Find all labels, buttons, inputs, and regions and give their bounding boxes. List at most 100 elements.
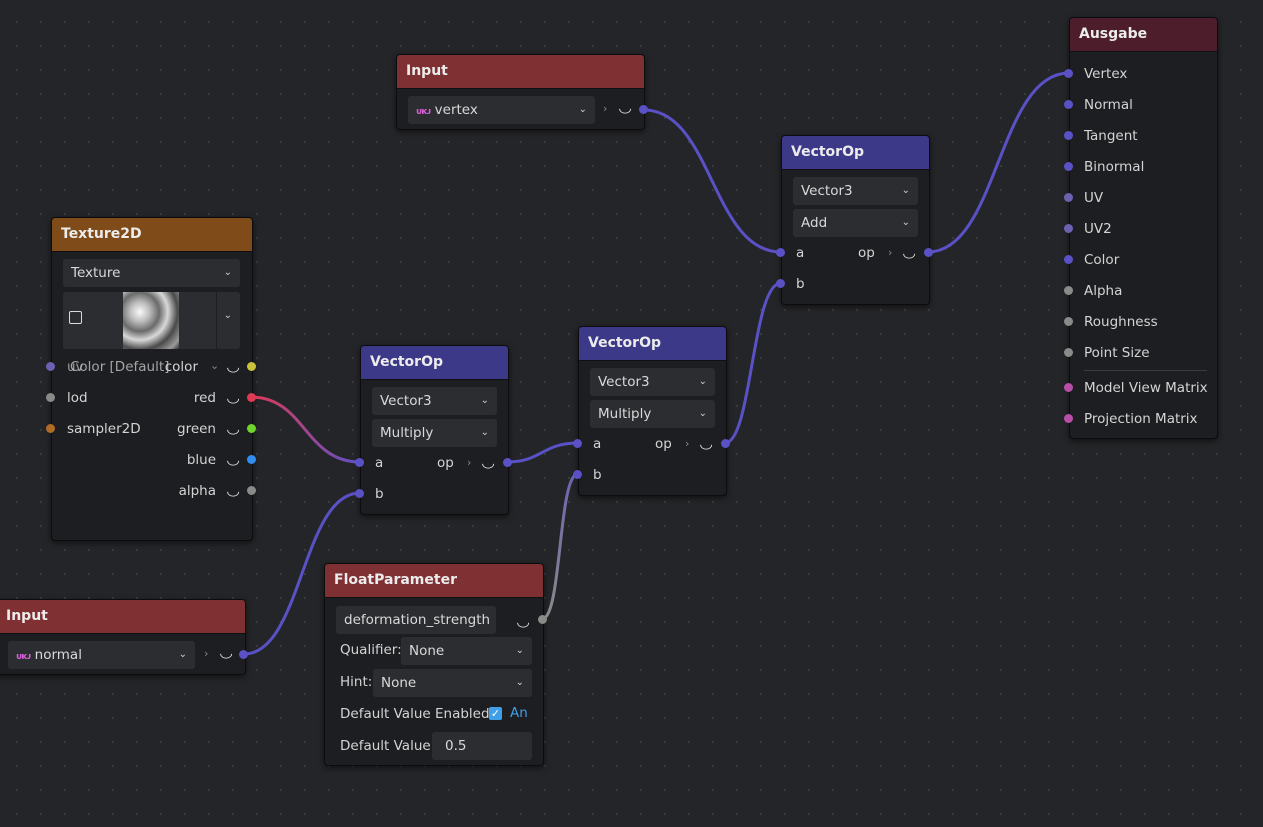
green-output-port[interactable] <box>247 424 256 433</box>
operator-select[interactable]: Multiply ⌄ <box>590 400 715 428</box>
vectorop-add-node[interactable]: VectorOp Vector3 ⌄ Add ⌄ a b op › ◡ <box>781 135 930 305</box>
color-output-port[interactable] <box>247 362 256 371</box>
vector-type-select[interactable]: Vector3 ⌄ <box>590 368 715 396</box>
hint-select[interactable]: None ⌄ <box>373 669 532 697</box>
uv-hint: Color [Default] <box>70 359 170 375</box>
output-op-port[interactable] <box>924 248 933 257</box>
input-select-value: vertex <box>434 102 478 118</box>
chevron-down-icon: ⌄ <box>698 376 707 387</box>
texture-picker-dropdown[interactable] <box>216 292 217 349</box>
blue-output-port[interactable] <box>247 455 256 464</box>
chevron-right-icon[interactable]: › <box>603 102 608 115</box>
output-node[interactable]: Ausgabe Vertex Normal Tangent Binormal U… <box>1069 17 1218 439</box>
color-input-port[interactable] <box>1064 255 1073 264</box>
operator-value: Multiply <box>380 425 434 441</box>
preview-toggle-icon[interactable]: ◡ <box>481 456 496 470</box>
chevron-right-icon[interactable]: › <box>467 456 472 469</box>
chevron-right-icon[interactable]: › <box>204 647 209 660</box>
vectorop-multiply-1-node[interactable]: VectorOp Vector3 ⌄ Multiply ⌄ a b op › ◡ <box>360 345 509 515</box>
default-enabled-checkbox[interactable]: ✓ <box>489 707 502 720</box>
input-a-port[interactable] <box>573 439 582 448</box>
chevron-down-icon: ⌄ <box>515 645 524 656</box>
preview-toggle-icon[interactable]: ◡ <box>226 484 241 498</box>
default-enabled-label: Default Value Enabled: <box>340 706 495 722</box>
float-parameter-node[interactable]: FloatParameter deformation_strength ◡ Qu… <box>324 563 544 766</box>
point-size-input-port[interactable] <box>1064 348 1073 357</box>
chevron-right-icon[interactable]: › <box>888 246 893 259</box>
preview-toggle-icon[interactable]: ◡ <box>226 391 241 405</box>
projection-matrix-input-port[interactable] <box>1064 414 1073 423</box>
vertex-input-port[interactable] <box>1064 69 1073 78</box>
input-b-port[interactable] <box>776 279 785 288</box>
node-title: Ausgabe <box>1070 18 1217 52</box>
input-a-port[interactable] <box>776 248 785 257</box>
input-a-label: a <box>593 436 602 452</box>
preview-toggle-icon[interactable]: ◡ <box>226 360 241 374</box>
binormal-input-port[interactable] <box>1064 162 1073 171</box>
wire-red-to-multiply1 <box>250 395 361 464</box>
uv2-input-port[interactable] <box>1064 224 1073 233</box>
chevron-down-icon[interactable]: ⌄ <box>210 359 220 372</box>
uv-port-label: uv <box>67 359 84 375</box>
chevron-right-icon[interactable]: › <box>685 437 690 450</box>
vector-type-select[interactable]: Vector3 ⌄ <box>793 177 918 205</box>
green-port-label: green <box>177 421 216 437</box>
output-op-port[interactable] <box>503 458 512 467</box>
wire-add-to-output <box>927 71 1070 254</box>
node-title: Texture2D <box>52 218 252 252</box>
output-port[interactable] <box>239 650 248 659</box>
uv-input-port[interactable] <box>1064 193 1073 202</box>
sampler2d-input-port[interactable] <box>46 424 55 433</box>
node-title: Input <box>0 600 245 634</box>
normal-input-port[interactable] <box>1064 100 1073 109</box>
alpha-input-port[interactable] <box>1064 286 1073 295</box>
wire-float-to-multiply2 <box>541 472 579 621</box>
model-view-matrix-input-port[interactable] <box>1064 383 1073 392</box>
preview-toggle-icon[interactable]: ◡ <box>219 646 234 660</box>
preview-toggle-icon[interactable]: ◡ <box>516 615 531 629</box>
red-output-port[interactable] <box>247 393 256 402</box>
preview-toggle-icon[interactable]: ◡ <box>226 453 241 467</box>
input-b-port[interactable] <box>355 489 364 498</box>
tangent-port-label: Tangent <box>1084 128 1138 144</box>
operator-value: Add <box>801 215 828 231</box>
output-port[interactable] <box>639 105 648 114</box>
output-op-port[interactable] <box>721 439 730 448</box>
preview-toggle-icon[interactable]: ◡ <box>618 101 633 115</box>
parameter-name-field[interactable]: deformation_strength <box>336 606 496 634</box>
input-a-port[interactable] <box>355 458 364 467</box>
chevron-down-icon: ⌄ <box>901 185 910 196</box>
input-a-label: a <box>796 245 805 261</box>
parameter-name-value: deformation_strength <box>344 612 491 628</box>
lod-input-port[interactable] <box>46 393 55 402</box>
vector-type-select[interactable]: Vector3 ⌄ <box>372 387 497 415</box>
wire-multiply1-to-multiply2 <box>506 441 579 464</box>
preview-toggle-icon[interactable]: ◡ <box>226 422 241 436</box>
input-b-port[interactable] <box>573 470 582 479</box>
input-b-label: b <box>796 276 805 292</box>
operator-select[interactable]: Multiply ⌄ <box>372 419 497 447</box>
operator-select[interactable]: Add ⌄ <box>793 209 918 237</box>
output-port[interactable] <box>538 615 547 624</box>
texture-picker[interactable]: ⌄ <box>63 292 240 349</box>
uv-input-port[interactable] <box>46 362 55 371</box>
roughness-input-port[interactable] <box>1064 317 1073 326</box>
blue-port-label: blue <box>186 452 216 468</box>
qualifier-select[interactable]: None ⌄ <box>401 637 532 665</box>
tangent-input-port[interactable] <box>1064 131 1073 140</box>
chevron-down-icon: ⌄ <box>223 310 232 321</box>
vectorop-multiply-2-node[interactable]: VectorOp Vector3 ⌄ Multiply ⌄ a b op › ◡ <box>578 326 727 496</box>
normal-port-label: Normal <box>1084 97 1133 113</box>
color-port-label: color <box>164 359 198 375</box>
chevron-down-icon: ⌄ <box>480 395 489 406</box>
alpha-output-port[interactable] <box>247 486 256 495</box>
preview-toggle-icon[interactable]: ◡ <box>699 437 714 451</box>
default-value-field[interactable]: 0.5 <box>432 732 532 760</box>
preview-toggle-icon[interactable]: ◡ <box>902 246 917 260</box>
texture-type-select[interactable]: Texture ⌄ <box>63 259 240 287</box>
texture2d-node[interactable]: Texture2D Texture ⌄ ⌄ uv Color [Default]… <box>51 217 253 541</box>
